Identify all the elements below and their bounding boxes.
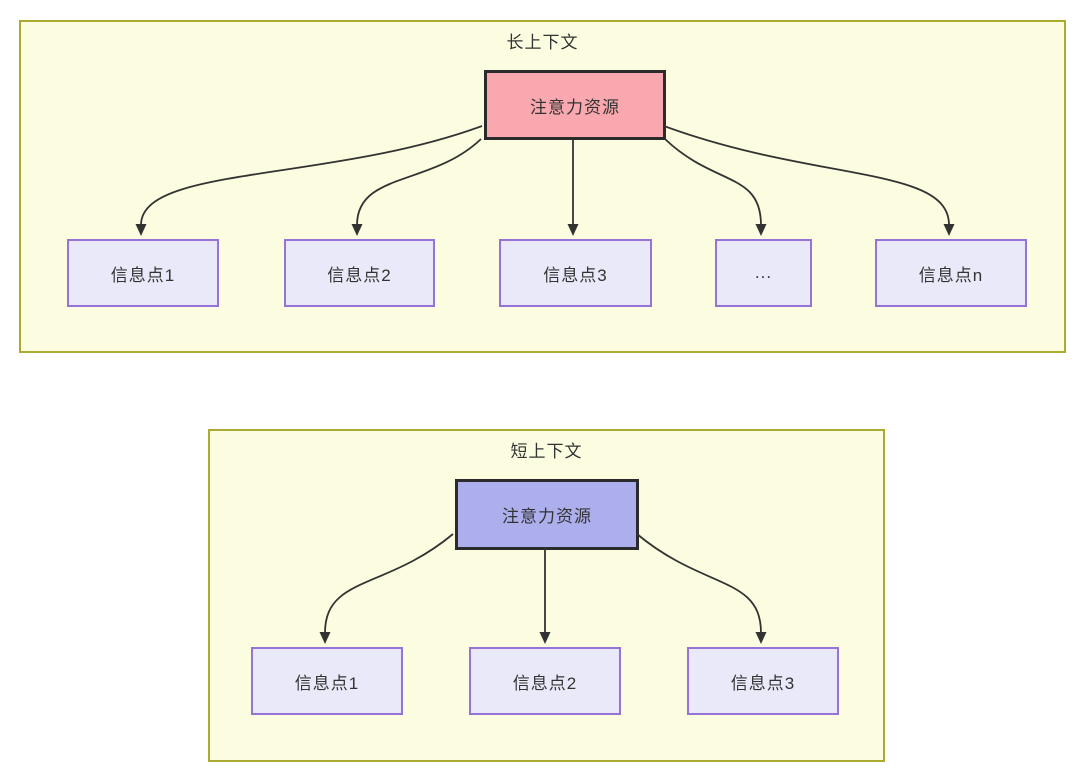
short-context-container: 短上下文 注意力资源 信息点1 信息点2 信息点3: [208, 429, 885, 762]
long-context-attention-box: 注意力资源: [484, 70, 666, 140]
long-context-title: 长上下文: [506, 33, 579, 52]
short-context-info-node-1: 信息点1: [251, 647, 403, 715]
short-context-info-node-2: 信息点2: [469, 647, 621, 715]
info-node-label: 信息点n: [918, 265, 984, 285]
short-context-attention-label: 注意力资源: [502, 507, 592, 526]
info-node-label: ...: [754, 263, 773, 282]
short-context-info-node-3: 信息点3: [687, 647, 839, 715]
long-context-info-node-ellipsis: ...: [715, 239, 812, 307]
info-node-label: 信息点2: [327, 265, 392, 285]
short-context-title: 短上下文: [510, 442, 583, 461]
short-context-attention-box: 注意力资源: [455, 479, 639, 550]
info-node-label: 信息点2: [512, 673, 578, 693]
long-context-info-node-3: 信息点3: [499, 239, 652, 307]
long-context-container: 长上下文 注意力资源 信息点1 信息点2 信息点3 ... 信息点n: [19, 20, 1066, 353]
info-node-label: 信息点3: [730, 673, 796, 693]
info-node-label: 信息点1: [294, 673, 360, 693]
long-context-attention-label: 注意力资源: [530, 97, 620, 117]
long-context-info-node-2: 信息点2: [284, 239, 435, 307]
info-node-label: 信息点1: [110, 265, 176, 285]
info-node-label: 信息点3: [543, 265, 608, 285]
long-context-info-node-1: 信息点1: [67, 239, 219, 307]
long-context-info-node-n: 信息点n: [875, 239, 1027, 307]
